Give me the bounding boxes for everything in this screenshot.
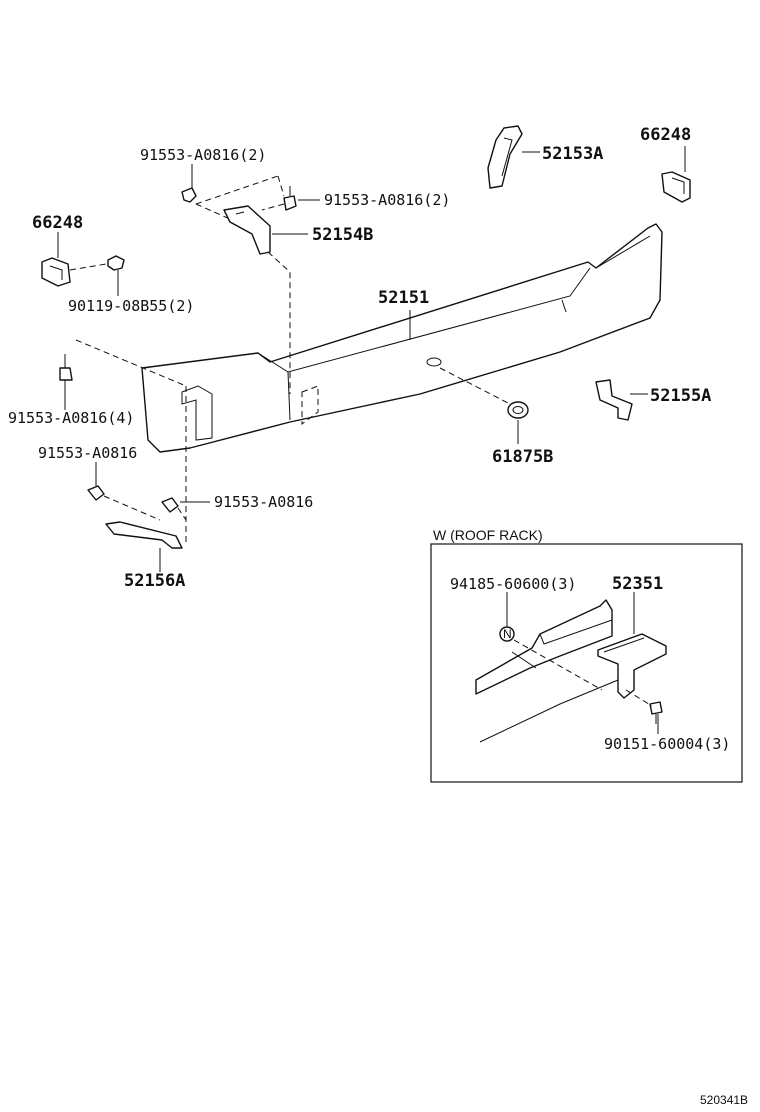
inset-title: W (ROOF RACK) [433, 527, 543, 543]
label-clip-90119: 90119-08B55(2) [68, 297, 194, 315]
label-bolt-top-left: 91553-A0816(2) [140, 146, 266, 164]
label-bolt-left-single: 91553-A0816 [38, 444, 137, 462]
assembly-lines [69, 175, 511, 546]
bolt-top-right [283, 186, 297, 211]
bracket-52156A [105, 521, 183, 549]
label-bolt-center-single: 91553-A0816 [214, 493, 313, 511]
label-bolt-top-right: 91553-A0816(2) [324, 191, 450, 209]
cap-61875B [507, 401, 529, 419]
spoiler-52151 [141, 223, 663, 453]
label-cap-61875B: 61875B [492, 447, 553, 467]
leader-lines [57, 146, 686, 572]
label-retainer-66248-left: 66248 [32, 213, 83, 233]
label-bolt-left-4: 91553-A0816(4) [8, 409, 134, 427]
retainer-66248-left [41, 257, 71, 287]
clip-90119 [107, 255, 125, 271]
label-bracket-52155A: 52155A [650, 386, 711, 406]
inset-roof-rack: W (ROOF RACK) N 94185-60600(3) 52351 901… [430, 527, 743, 783]
label-retainer-66248-right: 66248 [640, 125, 691, 145]
reference-code: 520341B [700, 1093, 748, 1107]
inset-nut-symbol: N [503, 627, 512, 641]
nut-symbol-icon [499, 626, 515, 642]
bracket-52154B [223, 205, 271, 255]
inset-label-nut: 94185-60600(3) [450, 575, 576, 593]
bracket-52155A [595, 379, 633, 421]
inset-label-bracket: 52351 [612, 574, 663, 594]
bolt-left-single [87, 485, 105, 501]
bolt-left-vertical [59, 354, 73, 381]
label-bracket-52154B: 52154B [312, 225, 373, 245]
label-bracket-52156A: 52156A [124, 571, 185, 591]
retainer-66248-right [661, 171, 691, 203]
bolt-top-left [181, 187, 197, 203]
bracket-52153A [487, 125, 523, 189]
label-spoiler-52151: 52151 [378, 288, 429, 308]
inset-label-screw: 90151-60004(3) [604, 735, 730, 753]
label-bracket-52153A: 52153A [542, 144, 603, 164]
bolt-center-single [161, 497, 179, 513]
